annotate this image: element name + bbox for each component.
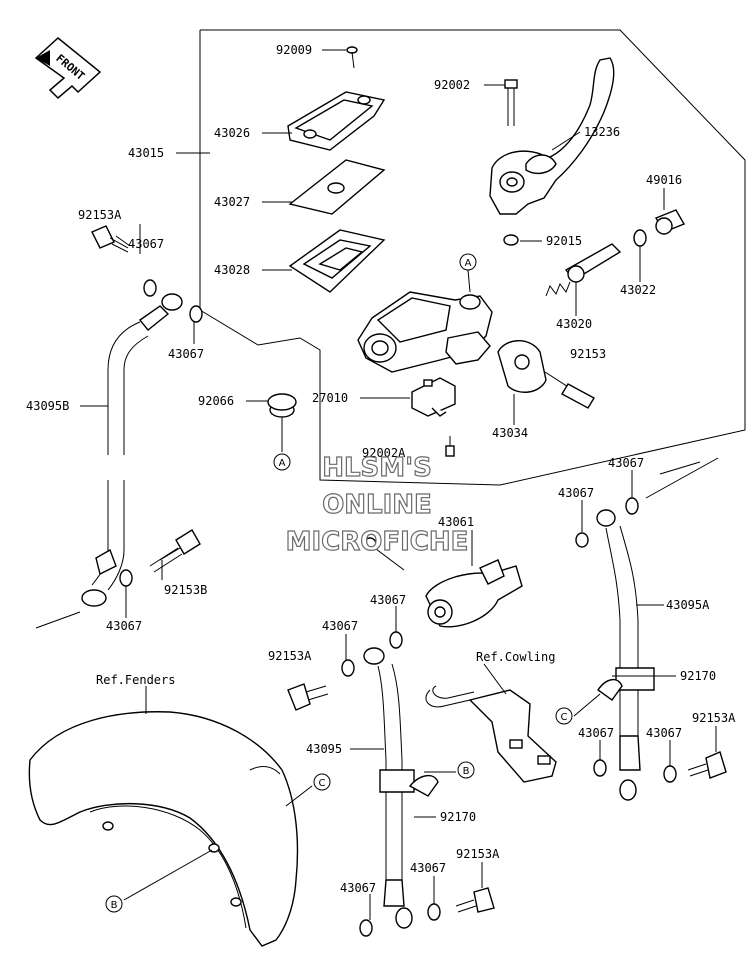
part-label: 43015 [128,146,164,160]
bolt-92153B [149,529,201,573]
part-label: 92153A [268,649,312,663]
bolt-92153A-center [287,683,329,711]
part-label: 92066 [198,394,234,408]
part-label: 92153A [456,847,500,861]
plate-43027 [288,159,386,215]
callout-c-hose: C [561,712,568,723]
nut-92015 [503,234,519,246]
part-label: 92153A [78,208,122,222]
callout-b-hose: B [463,766,470,777]
clamp-43034 [497,340,547,393]
part-label: 43095 [306,742,342,756]
callout-a-bottom: A [279,458,286,469]
part-label: 43020 [556,317,592,331]
washer-43067-k [663,765,677,783]
boot-49016 [654,209,686,235]
part-label: 27010 [312,391,348,405]
part-label: 92170 [680,669,716,683]
hose-43095B [81,293,183,607]
part-label: 92002 [434,78,470,92]
leader-lines [35,49,719,920]
joint-43061 [363,537,523,628]
callout-a-top: A [465,258,472,269]
washer-43067-i [625,497,639,515]
piston-43020 [545,243,622,297]
watermark-line3: MICROFICHE [286,527,469,557]
ref-fenders-label: Ref.Fenders [96,673,175,687]
part-label: 43067 [578,726,614,740]
hose-43095A [596,509,655,801]
reservoir-cover-43026 [287,91,386,151]
part-label: 43067 [106,619,142,633]
switch-27010 [411,377,456,417]
part-label: 92015 [546,234,582,248]
part-label: 92153 [570,347,606,361]
callout-b-fender: B [111,900,118,911]
part-label: 43067 [128,237,164,251]
watermark-line1: HLSM'S [322,453,432,483]
part-label: 92002A [362,446,406,460]
washer-43067-b [189,305,203,323]
callout-c-fender: C [319,778,326,789]
watermark-line2: ONLINE [322,490,432,520]
bolt-92153A-right [687,751,727,779]
part-label: 13236 [584,125,620,139]
washer-43067-g [359,919,373,937]
part-label: 43067 [168,347,204,361]
callout-markers: A A B B C C [105,253,573,913]
part-label: 43027 [214,195,250,209]
fitting-92170-right [597,679,623,701]
washer-43067-f [341,659,355,677]
part-label: 92170 [440,810,476,824]
washer-43067-d [575,532,589,548]
part-label: 92153A [692,711,736,725]
washer-43067-j [593,759,607,777]
screw-92002A [445,436,455,457]
part-label: 43095B [26,399,69,413]
part-label: 43061 [438,515,474,529]
part-label: 43034 [492,426,528,440]
part-label: 43095A [666,598,710,612]
hose-43095 [363,647,415,929]
part-label: 92153B [164,583,207,597]
bolt-92153A-bottom [455,887,495,913]
cowling-bracket [425,685,557,783]
part-number-labels: 92009 43026 43015 43027 43028 92002 1323… [26,43,736,895]
diaphragm-43028 [288,229,386,293]
washer-43067-a [143,279,157,297]
washer-43067-c [119,569,133,587]
washer-43067-e [389,631,403,649]
cap-92066 [267,393,297,418]
pin-92002 [504,79,518,126]
front-arrow-icon: FRONT [34,37,102,100]
part-label: 43067 [322,619,358,633]
part-label: 43067 [410,861,446,875]
bolt-92153 [544,371,595,409]
washer-43067-h [427,903,441,921]
part-label: 92009 [276,43,312,57]
screw-92009 [346,46,358,69]
fitting-92170-center [408,775,439,797]
part-label: 43028 [214,263,250,277]
watermark: HLSM'S ONLINE MICROFICHE [285,452,469,557]
bolt-92153A-left [91,225,131,253]
part-label: 43067 [370,593,406,607]
master-cylinder-body [357,291,493,373]
part-label: 43067 [608,456,644,470]
ring-43022 [633,229,647,247]
ref-cowling-label: Ref.Cowling [476,650,555,664]
front-fender [28,711,299,947]
part-label: 43026 [214,126,250,140]
assembly-boundary [199,29,746,486]
lever-13236 [489,57,615,215]
part-label: 49016 [646,173,682,187]
part-label: 43067 [340,881,376,895]
part-label: 43067 [558,486,594,500]
part-label: 43022 [620,283,656,297]
part-label: 43067 [646,726,682,740]
